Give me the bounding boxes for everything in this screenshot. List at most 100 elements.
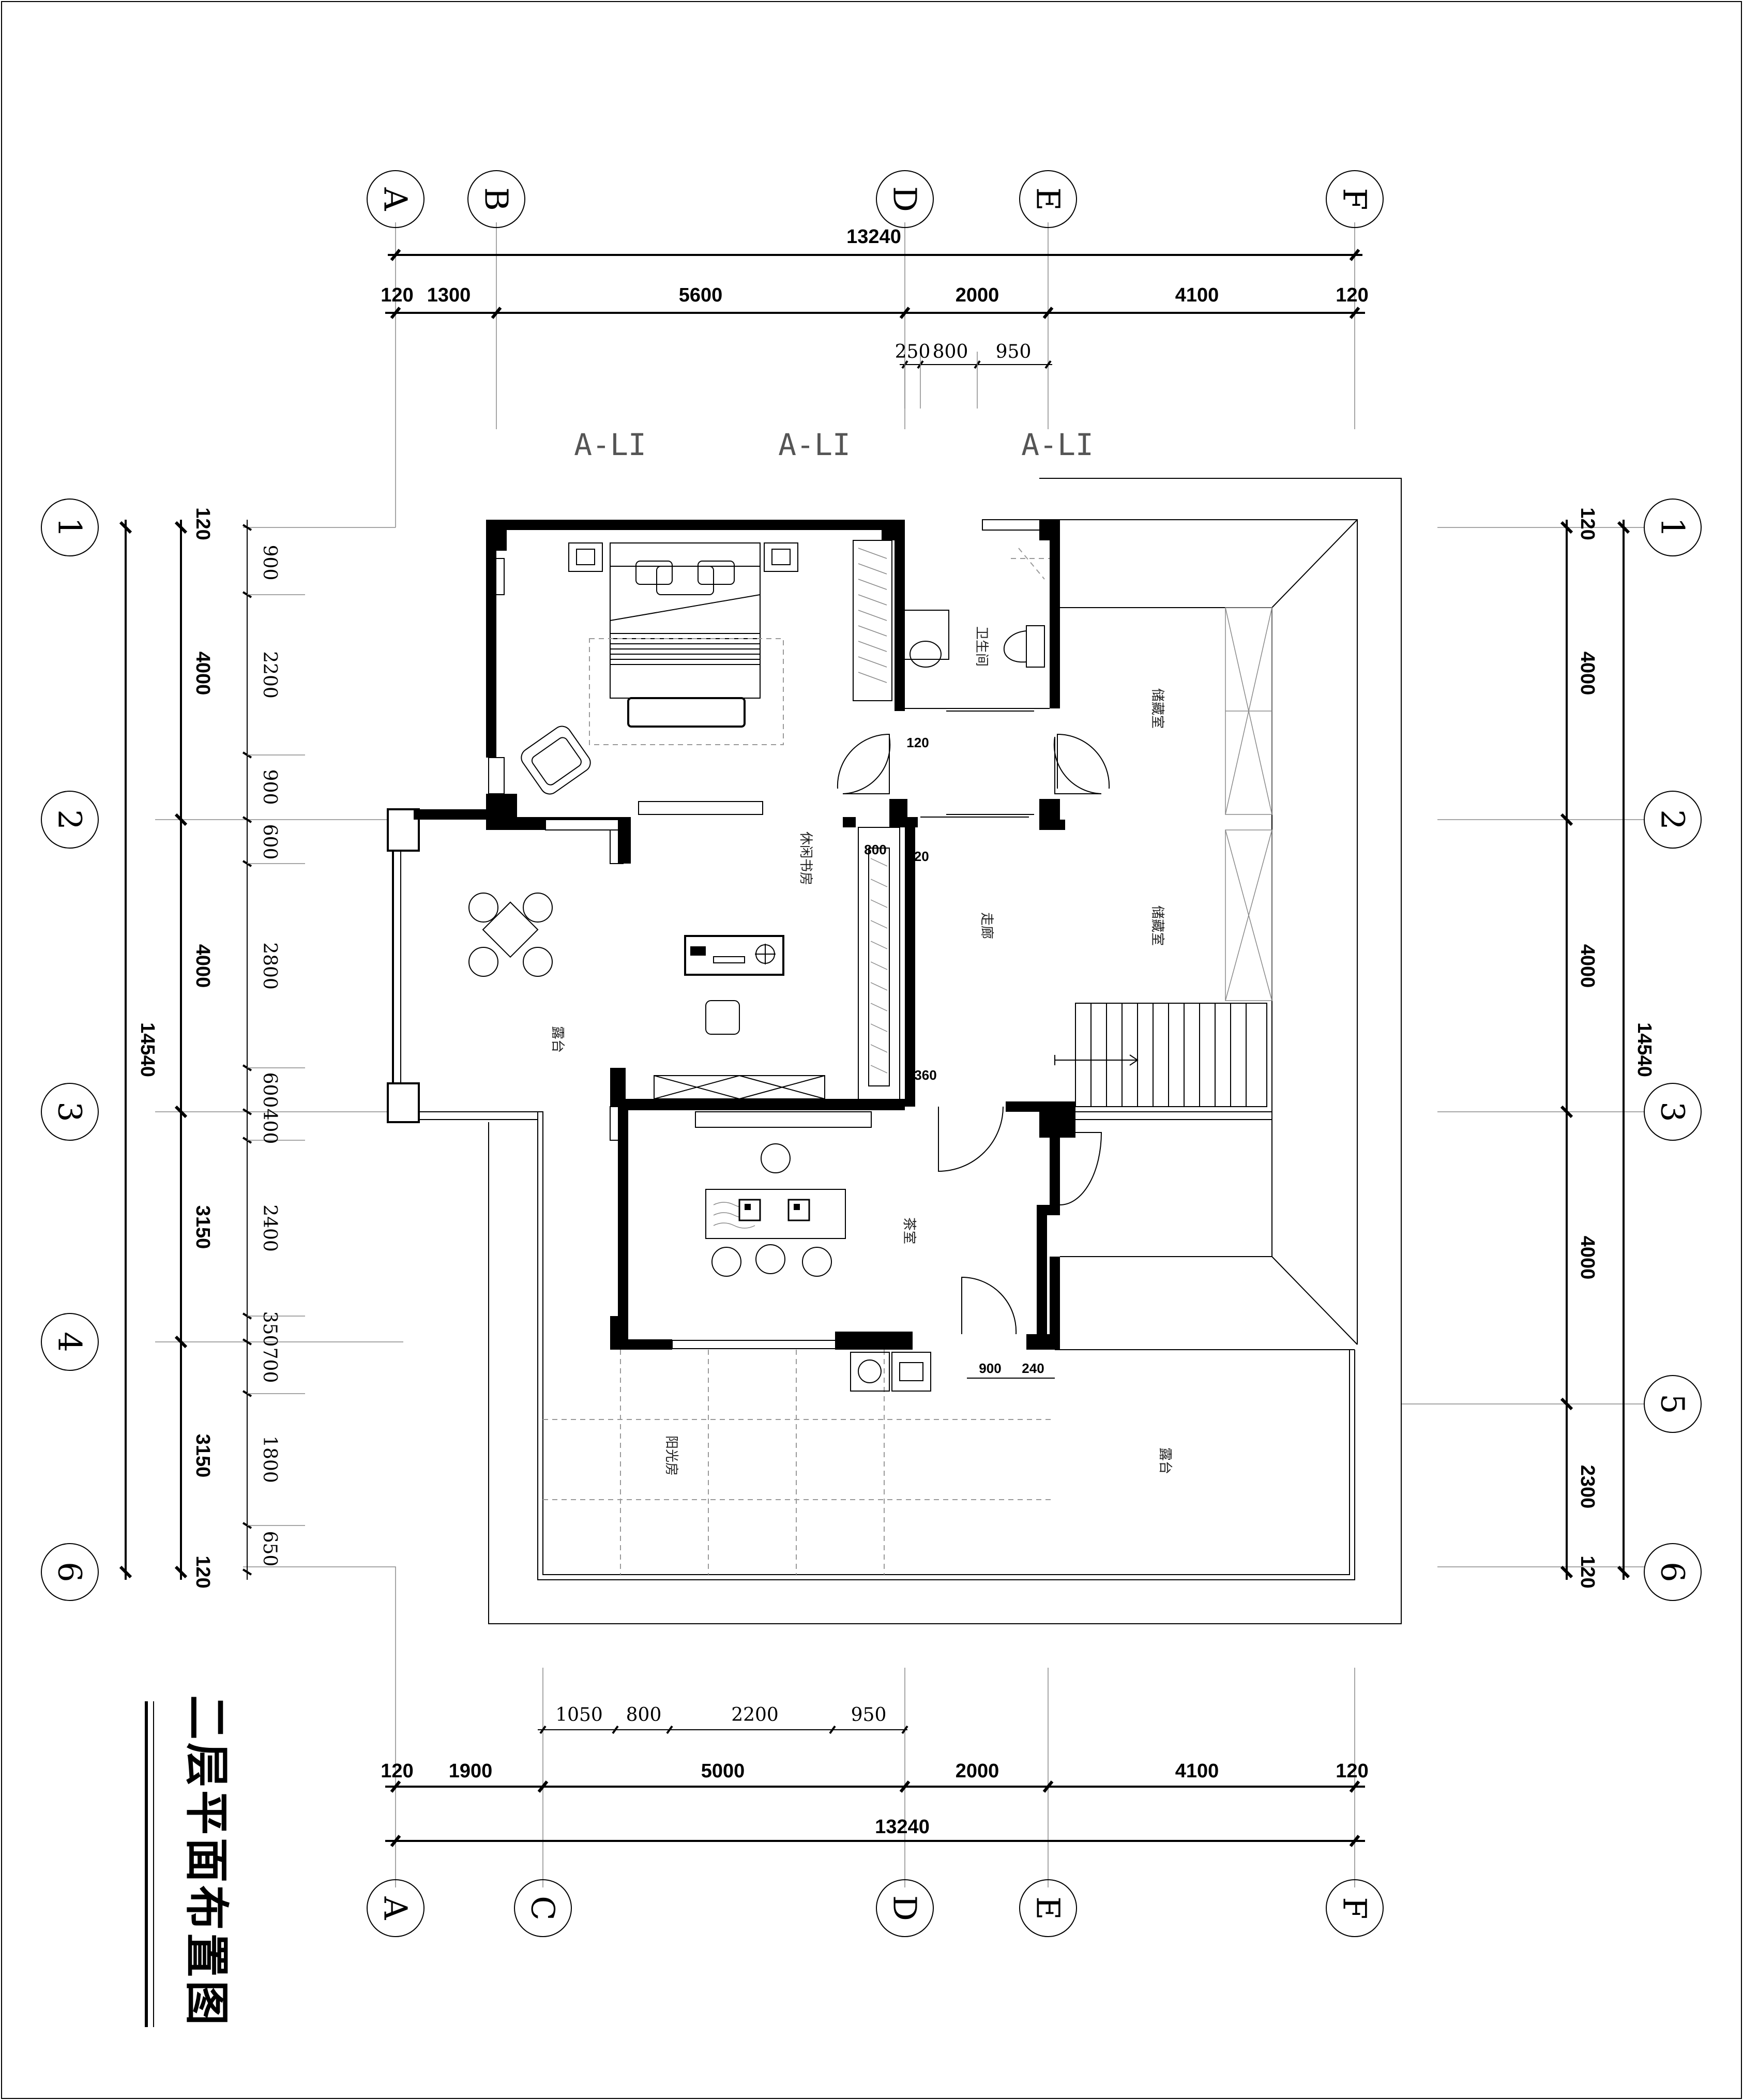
axis-bubbles-bottom: A C D E F xyxy=(367,1879,1384,1937)
svg-text:F: F xyxy=(1336,1897,1374,1919)
axis-bubble-right-3: 3 xyxy=(1644,1083,1702,1141)
svg-text:120: 120 xyxy=(192,507,214,540)
svg-text:1300: 1300 xyxy=(427,284,471,306)
nightstand-right xyxy=(764,542,798,572)
svg-text:6: 6 xyxy=(1654,1562,1692,1582)
svg-text:2200: 2200 xyxy=(259,651,280,699)
svg-text:A-LI: A-LI xyxy=(574,427,646,462)
axis-bubble-bottom-a: A xyxy=(367,1879,425,1937)
svg-text:900: 900 xyxy=(259,769,280,805)
svg-text:800: 800 xyxy=(626,1704,662,1726)
dimension-bottom: 1050 800 2200 950 120 1900 5000 2000 410… xyxy=(381,1704,1369,1847)
elevation-marks: A-LI A-LI A-LI xyxy=(574,427,1094,462)
svg-text:A-LI: A-LI xyxy=(1021,427,1094,462)
svg-text:120: 120 xyxy=(906,735,929,750)
axis-bubble-left-1: 1 xyxy=(41,498,99,556)
svg-text:3150: 3150 xyxy=(192,1205,214,1249)
interior-dimensions: 120 800 120 360 900 240 xyxy=(864,735,1055,1379)
desk-chair xyxy=(705,1000,740,1035)
svg-text:13240: 13240 xyxy=(875,1816,930,1838)
svg-text:120: 120 xyxy=(1336,1760,1368,1782)
room-label-store-2: 储藏室 xyxy=(1149,905,1165,946)
svg-text:F: F xyxy=(1336,188,1374,210)
svg-text:2400: 2400 xyxy=(259,1204,280,1252)
svg-text:6: 6 xyxy=(51,1562,89,1582)
axis-bubble-left-4: 4 xyxy=(41,1313,99,1371)
svg-text:2: 2 xyxy=(51,809,89,829)
walls xyxy=(387,519,1272,1350)
axis-bubble-top-f: F xyxy=(1326,170,1384,228)
svg-text:800: 800 xyxy=(933,341,968,362)
dining-table xyxy=(482,901,539,958)
axis-lines xyxy=(155,222,1644,1887)
svg-text:E: E xyxy=(1029,1896,1067,1920)
svg-text:4100: 4100 xyxy=(1175,284,1219,306)
svg-text:1900: 1900 xyxy=(449,1760,493,1782)
axis-bubble-bottom-e: E xyxy=(1019,1879,1077,1937)
svg-text:4000: 4000 xyxy=(1577,944,1598,988)
axis-bubble-right-5: 5 xyxy=(1644,1375,1702,1433)
room-label-tea: 茶室 xyxy=(901,1217,917,1244)
svg-text:二层平面布置图: 二层平面布置图 xyxy=(180,1695,232,2028)
axis-bubble-left-2: 2 xyxy=(41,791,99,849)
room-label-hall: 走廊 xyxy=(979,912,994,939)
axis-bubble-bottom-d: D xyxy=(876,1879,934,1937)
svg-text:A: A xyxy=(377,187,415,211)
axis-bubble-left-6: 6 xyxy=(41,1543,99,1601)
axis-bubble-right-2: 2 xyxy=(1644,791,1702,849)
svg-text:3: 3 xyxy=(51,1101,89,1122)
nightstand-left xyxy=(568,542,603,572)
axis-bubble-top-d: D xyxy=(876,170,934,228)
bench xyxy=(627,697,746,728)
toilet-tank xyxy=(1026,625,1045,668)
bedroom-furniture xyxy=(521,540,892,795)
svg-text:C: C xyxy=(524,1896,562,1920)
roof-outline xyxy=(488,478,1402,1624)
svg-text:2800: 2800 xyxy=(259,942,280,990)
svg-text:650: 650 xyxy=(259,1531,280,1567)
room-label-balcony: 露台 xyxy=(550,1026,565,1053)
room-label-study: 休闲书房 xyxy=(798,832,813,885)
axis-bubbles-left: 1 2 3 4 6 xyxy=(41,498,99,1601)
svg-text:5000: 5000 xyxy=(701,1760,745,1782)
svg-text:4000: 4000 xyxy=(1577,652,1598,696)
svg-text:1: 1 xyxy=(51,517,89,537)
svg-text:1800: 1800 xyxy=(259,1436,280,1483)
rug xyxy=(589,638,784,745)
svg-text:1050: 1050 xyxy=(555,1704,603,1726)
svg-text:600: 600 xyxy=(259,1072,280,1108)
armchair xyxy=(521,726,591,795)
room-label-store-1: 储藏室 xyxy=(1149,688,1165,729)
dimension-top: 13240 120 1300 5600 2000 4100 120 250 80… xyxy=(381,226,1369,409)
axis-bubble-top-b: B xyxy=(467,170,525,228)
svg-text:240: 240 xyxy=(1022,1361,1044,1376)
svg-text:4100: 4100 xyxy=(1175,1760,1219,1782)
svg-text:2200: 2200 xyxy=(731,1704,779,1726)
svg-text:950: 950 xyxy=(851,1704,887,1726)
svg-text:120: 120 xyxy=(1577,1555,1598,1588)
svg-text:A: A xyxy=(377,1896,415,1921)
svg-text:700: 700 xyxy=(259,1348,280,1383)
svg-text:900: 900 xyxy=(979,1361,1001,1376)
svg-text:120: 120 xyxy=(1577,507,1598,540)
svg-text:A-LI: A-LI xyxy=(778,427,851,462)
svg-text:14540: 14540 xyxy=(137,1022,158,1077)
svg-text:4000: 4000 xyxy=(192,652,214,696)
dimension-right: 120 4000 4000 4000 2300 120 14540 xyxy=(1560,507,1655,1589)
svg-text:4000: 4000 xyxy=(1577,1236,1598,1280)
svg-text:350: 350 xyxy=(259,1311,280,1347)
room-label-sunroom: 阳光房 xyxy=(663,1436,679,1476)
svg-text:14540: 14540 xyxy=(1633,1022,1655,1077)
sink xyxy=(910,641,942,668)
doors xyxy=(837,733,1110,1335)
svg-text:2000: 2000 xyxy=(956,1760,999,1782)
axis-bubble-top-a: A xyxy=(367,170,425,228)
svg-text:250: 250 xyxy=(895,341,931,362)
svg-text:600: 600 xyxy=(259,824,280,860)
svg-text:120: 120 xyxy=(381,1760,413,1782)
room-labels: 卫生间 休闲书房 走廊 茶室 露台 阳光房 露台 储藏室 储藏室 xyxy=(550,626,1173,1476)
svg-text:360: 360 xyxy=(914,1067,936,1083)
svg-text:5600: 5600 xyxy=(679,284,723,306)
svg-text:4: 4 xyxy=(51,1332,89,1352)
